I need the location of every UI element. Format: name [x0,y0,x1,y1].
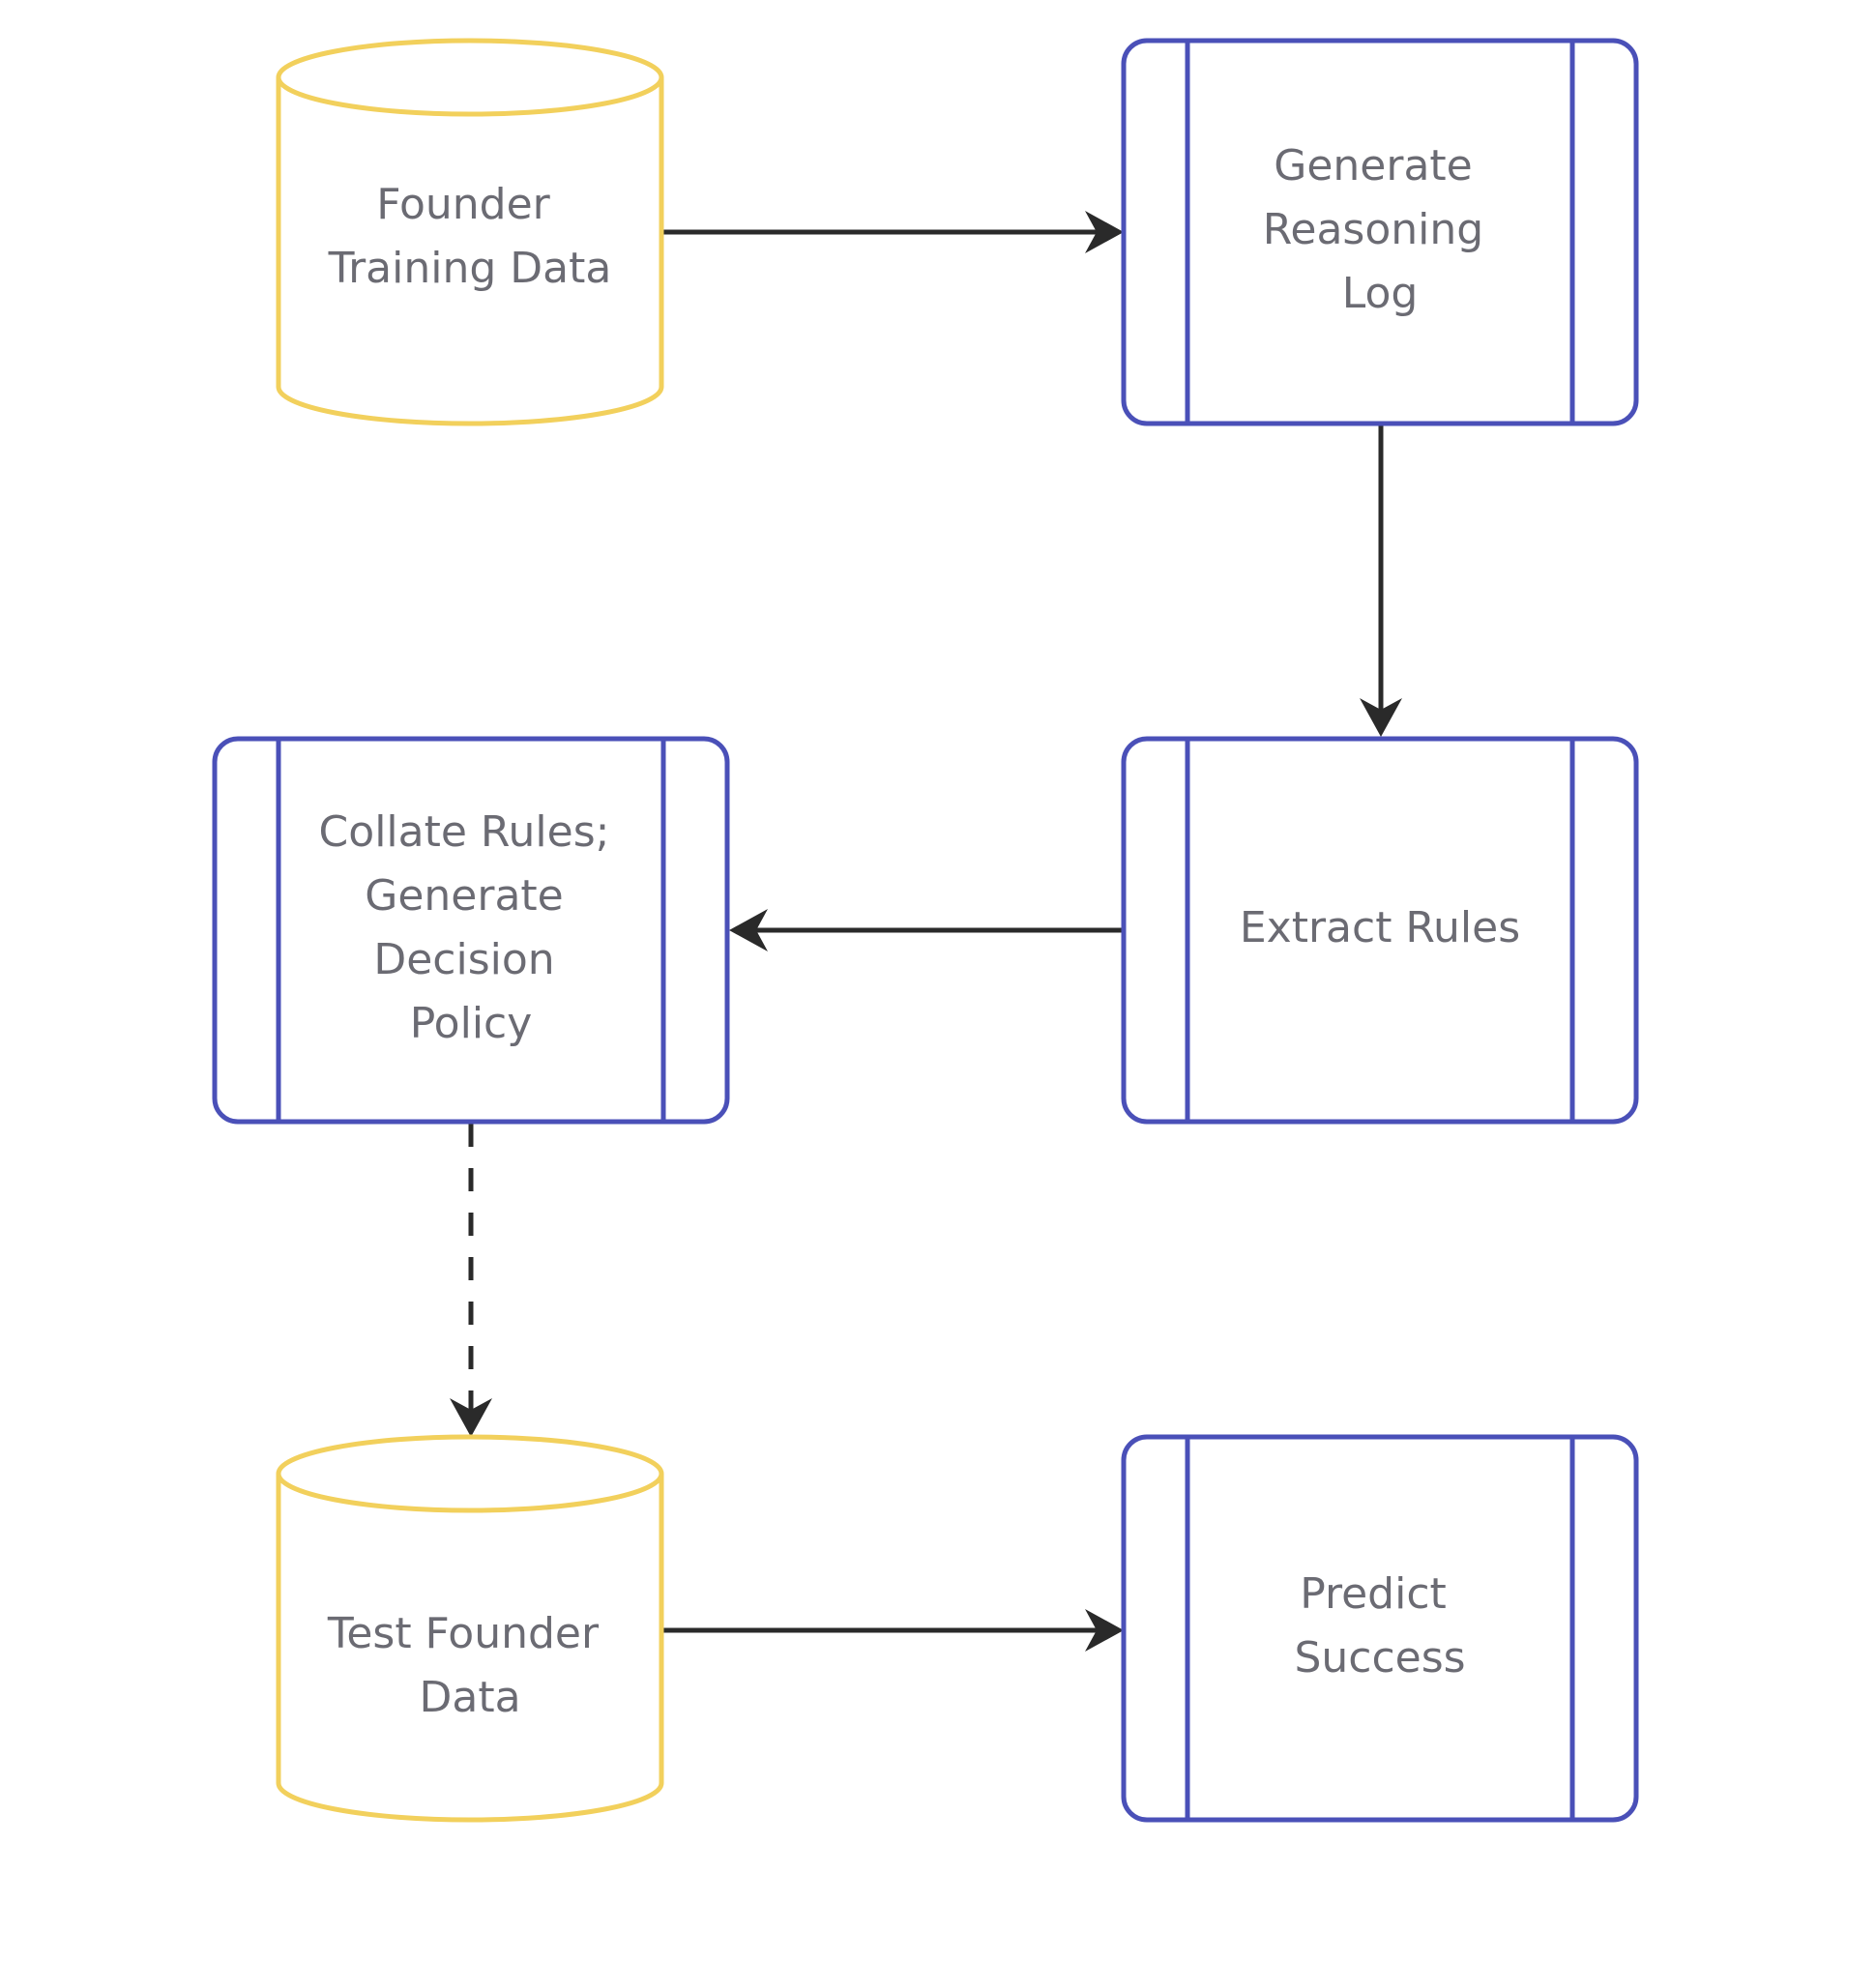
node-label-line: Success [1294,1633,1465,1683]
edge-test-to-predict [662,1609,1124,1652]
node-label: Test Founder Data [327,1609,612,1722]
process-box [1121,736,1639,1125]
node-label: Generate Reasoning Log [1263,141,1497,318]
arrowhead-right-icon [1085,1609,1124,1652]
edges [450,211,1402,1652]
process-box [1121,38,1639,426]
node-label-line: Reasoning [1263,205,1483,254]
edge-collate-to-test [450,1124,492,1437]
node-predict-success[interactable]: Predict Success [1121,1434,1639,1823]
node-label-line: Decision [373,935,554,984]
node-founder-training-data[interactable]: Founder Training Data [276,38,664,426]
node-label-line: Founder [376,180,550,229]
node-collate-rules[interactable]: Collate Rules; Generate Decision Policy [212,736,730,1125]
node-label-line: Extract Rules [1240,903,1520,952]
node-label-line: Collate Rules; [319,807,610,857]
node-label-line: Predict [1300,1569,1447,1619]
node-test-founder-data[interactable]: Test Founder Data [276,1434,664,1823]
edge-founder-to-generate [662,211,1124,253]
cylinder-top [276,1434,664,1513]
node-label-line: Generate [365,871,564,921]
cylinder-top [276,38,664,117]
node-label: Founder Training Data [328,180,612,293]
arrowhead-down-icon [450,1398,492,1437]
node-label: Predict Success [1294,1569,1465,1683]
arrowhead-left-icon [729,909,768,951]
node-label-line: Training Data [328,244,612,293]
edge-generate-to-extract [1360,425,1402,737]
cylinder-body [276,77,664,426]
arrowhead-right-icon [1085,211,1124,253]
arrowhead-down-icon [1360,698,1402,737]
process-box [1121,1434,1639,1823]
node-label: Collate Rules; Generate Decision Policy [319,807,624,1048]
node-label-line: Data [419,1673,520,1722]
edge-extract-to-collate [729,909,1124,951]
node-generate-reasoning-log[interactable]: Generate Reasoning Log [1121,38,1639,426]
node-label: Extract Rules [1240,903,1520,952]
node-label-line: Test Founder [327,1609,600,1658]
node-label-line: Generate [1274,141,1473,190]
cylinder-body [276,1474,664,1823]
node-extract-rules[interactable]: Extract Rules [1121,736,1639,1125]
node-label-line: Policy [410,999,533,1048]
node-label-line: Log [1342,269,1419,318]
process-box [212,736,730,1125]
